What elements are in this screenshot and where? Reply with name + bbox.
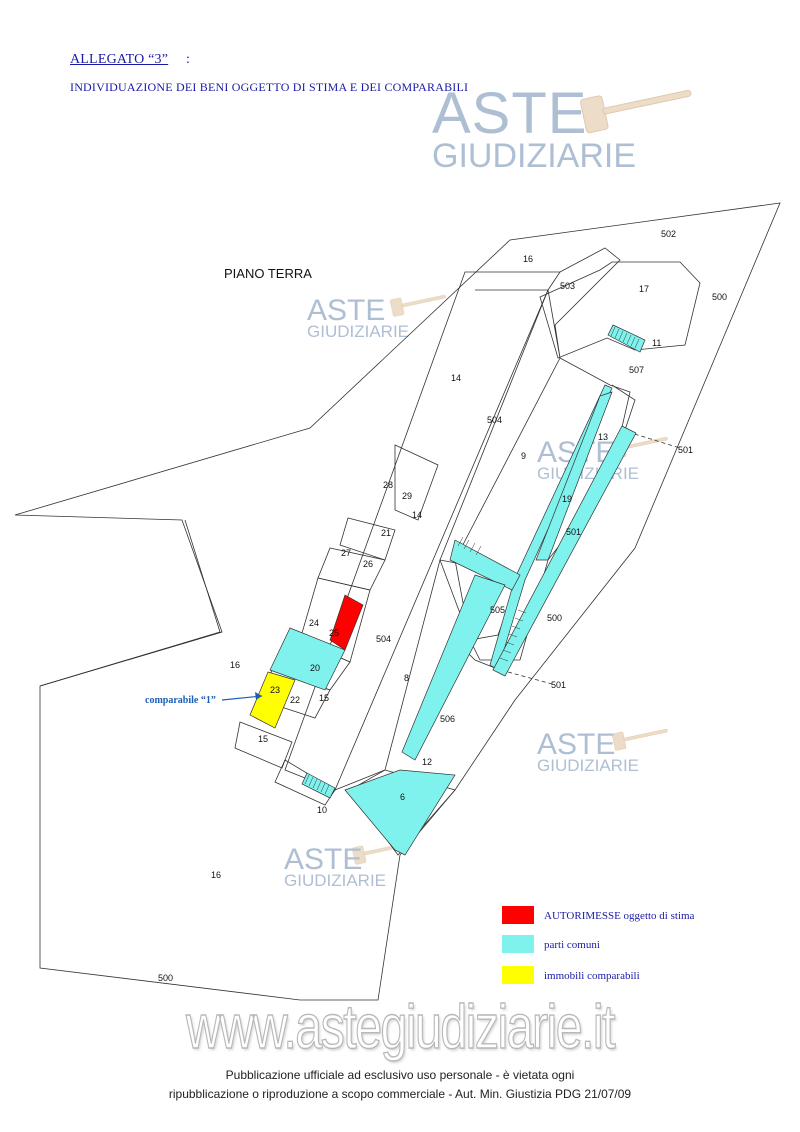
comparable-23 (249, 671, 296, 729)
parcel-label: 16 (230, 660, 240, 670)
legend-swatch-comparable (502, 966, 534, 984)
footer-notice-line1: Pubblicazione ufficiale ad esclusivo uso… (225, 1068, 575, 1082)
parcel-label: 504 (487, 415, 502, 425)
parcel-label: 502 (661, 229, 676, 239)
parcel-label: 27 (341, 548, 351, 558)
parcel-label: 13 (598, 432, 608, 442)
parcel-label: 11 (652, 338, 661, 348)
parcel-label: 16 (523, 254, 533, 264)
parcel-label: 505 (490, 605, 505, 615)
aste-watermark-logo: ASTE GIUDIZIARIE (432, 81, 637, 175)
legend-label-target: AUTORIMESSE oggetto di stima (544, 910, 695, 922)
gavel-icon (612, 728, 668, 751)
area-20 (269, 627, 346, 691)
passage-12 (401, 574, 506, 761)
parcel-label: 10 (317, 805, 327, 815)
legend-label-common: parti comuni (544, 939, 600, 951)
gavel-icon (580, 89, 692, 134)
comparable-arrow (221, 695, 263, 701)
parcel-label: 16 (211, 870, 221, 880)
stair-11 (607, 324, 646, 353)
parcel-label: 21 (381, 528, 391, 538)
floor-label: PIANO TERRA (224, 266, 312, 281)
parcel-label: 8 (404, 673, 409, 683)
dashed-leader-line (507, 671, 553, 685)
stair-10 (301, 772, 336, 799)
parcel-label: 504 (376, 634, 391, 644)
building-outline (234, 721, 293, 769)
parcel-label: 501 (678, 445, 693, 455)
area-6 (344, 769, 456, 856)
corridor-501 (449, 539, 521, 591)
parcel-label: 506 (440, 714, 455, 724)
corridor-501 (535, 391, 613, 561)
legend-swatch-target (502, 906, 534, 924)
parcel-label: 9 (521, 451, 526, 461)
comparable-arrowhead (255, 692, 262, 700)
parcel-label: 500 (158, 973, 173, 983)
dashed-leader-line (627, 431, 681, 449)
building-outline (547, 247, 621, 359)
parcel-label: 23 (270, 685, 280, 695)
building-outline (39, 519, 221, 687)
legend-swatch-common (502, 935, 534, 953)
comparable-label: comparabile “1” (145, 695, 216, 706)
attachment-title-colon: : (186, 52, 190, 67)
parcel-label: 24 (309, 618, 319, 628)
footer-notice-line2: ripubblicazione o riproduzione a scopo c… (168, 1087, 632, 1101)
parcel-label: 501 (551, 680, 566, 690)
parcel-label: 507 (629, 365, 644, 375)
parcel-label: 29 (402, 491, 412, 501)
parcel-label: 6 (400, 792, 405, 802)
url-watermark: www.astegiudiziarie.it (185, 992, 616, 1062)
garage-target-25 (329, 594, 364, 651)
parcel-label: 26 (363, 559, 373, 569)
parcel-label: 22 (290, 695, 300, 705)
building-outline (539, 261, 701, 359)
parcel-label: 17 (639, 284, 649, 294)
attachment-subtitle: INDIVIDUAZIONE DEI BENI OGGETTO DI STIMA… (70, 80, 469, 94)
parcel-label: 15 (319, 693, 329, 703)
parcel-label: 25 (329, 628, 339, 638)
site-boundary (14, 202, 781, 1001)
common-parts (269, 324, 646, 856)
parcel-label: 501 (566, 527, 581, 537)
parcel-label: 19 (562, 494, 572, 504)
stair-501 (492, 425, 637, 677)
parcel-labels: 502 16 503 17 500 11 14 507 504 13 501 9… (158, 229, 727, 983)
parcel-label: 503 (560, 281, 575, 291)
parcel-label: 14 (412, 510, 422, 520)
building-outline (317, 547, 386, 591)
parcel-label: 12 (422, 757, 432, 767)
parcel-label: 28 (383, 480, 393, 490)
stair-hatching (304, 326, 640, 795)
parcel-label: 14 (451, 373, 461, 383)
parcel-label: 20 (310, 663, 320, 673)
parcel-label: 500 (547, 613, 562, 623)
parcel-label: 500 (712, 292, 727, 302)
attachment-title: ALLEGATO “3” (70, 52, 169, 67)
gavel-icon (390, 294, 446, 317)
parcel-label: 15 (258, 734, 268, 744)
legend-label-comparable: immobili comparabili (544, 970, 640, 982)
building-outline (394, 444, 439, 521)
